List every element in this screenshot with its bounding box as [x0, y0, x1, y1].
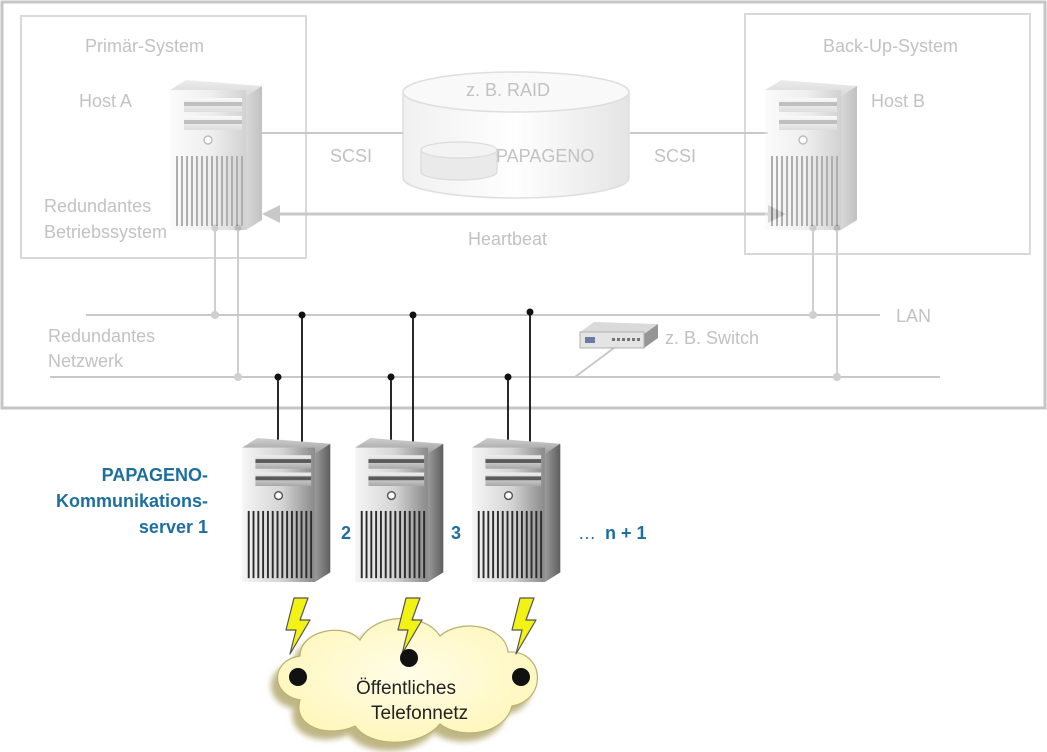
cloud-icon: [276, 617, 538, 743]
comm-server-n-label: n + 1: [605, 523, 647, 543]
lan-label: LAN: [896, 306, 932, 326]
cloud-label-line1: Öffentliches: [356, 678, 456, 699]
host-a-label: Host A: [79, 91, 133, 111]
comm-server-title-line1: PAPAGENO-: [101, 465, 208, 485]
scsi-right-label: SCSI: [654, 146, 697, 166]
comm-server-3-icon: [471, 437, 562, 583]
backup-system-title: Back-Up-System: [823, 36, 959, 56]
database-cylinder-icon: [402, 71, 630, 199]
scsi-left-label: SCSI: [330, 146, 373, 166]
primary-system-title: Primär-System: [85, 36, 205, 56]
redundant-network-line1: Redundantes: [48, 326, 156, 346]
host-b-label: Host B: [871, 91, 926, 111]
comm-server-title-line3: server 1: [138, 517, 208, 537]
primary-system-box: [20, 15, 307, 259]
redundant-os-line2: Betriebssystem: [44, 222, 168, 242]
comm-server-3-label: 3: [451, 523, 462, 543]
lightning-bolt-icon: [511, 597, 537, 655]
switch-label: z. B. Switch: [665, 328, 760, 348]
host-a-server-icon: [169, 79, 263, 231]
raid-label: z. B. RAID: [466, 80, 551, 100]
heartbeat-label: Heartbeat: [468, 229, 548, 249]
cloud-label-line2: Telefonnetz: [371, 703, 469, 724]
comm-server-2-label: 2: [341, 523, 352, 543]
papageno-db-label: PAPAGENO: [496, 146, 595, 166]
redundant-network-line2: Netzwerk: [48, 351, 124, 371]
redundant-os-line1: Redundantes: [44, 196, 152, 216]
comm-server-1-icon: [241, 437, 332, 583]
outer-frame: [0, 0, 1047, 410]
network-switch-icon: [579, 322, 658, 349]
comm-server-title-line2: Kommunikations-: [55, 491, 208, 511]
comm-server-2-icon: [354, 437, 445, 583]
comm-server-ellipsis: …: [578, 523, 596, 543]
host-b-server-icon: [764, 79, 858, 231]
